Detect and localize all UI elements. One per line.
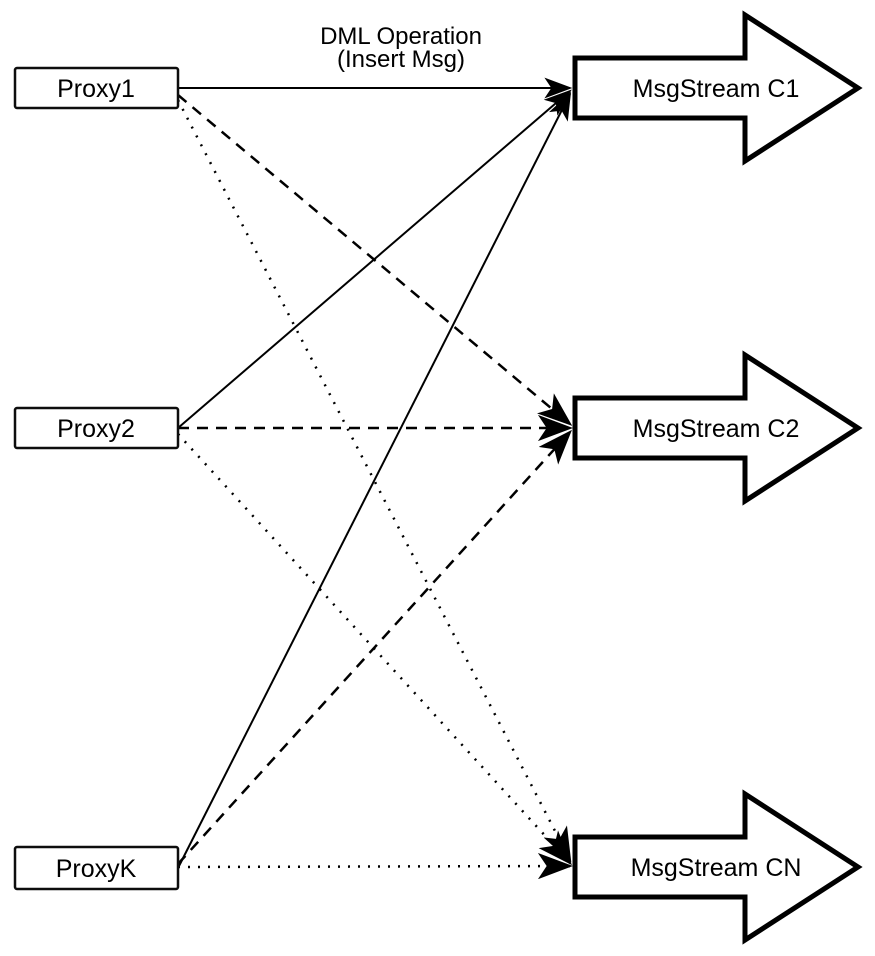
proxyK-box (13, 845, 180, 891)
edge-proxy2-to-cn-dotted (177, 433, 572, 866)
proxyK-label: ProxyK (56, 855, 137, 883)
proxy1-box (13, 66, 180, 110)
msgstream-cn-arrow (572, 789, 863, 945)
edge-proxyK-to-c1-solid (177, 91, 572, 869)
proxy2-box (13, 406, 180, 450)
msgstream-cn-label: MsgStream CN (631, 854, 802, 882)
edge-proxy1-to-c2-dashed (177, 94, 573, 426)
edge-proxyK-to-cn-dotted (177, 852, 573, 880)
msgstream-c2-arrow (572, 350, 863, 506)
dml-operation-annotation-line2: (Insert Msg) (337, 46, 465, 73)
proxy2-label: Proxy2 (57, 415, 135, 443)
msgstream-c2-label: MsgStream C2 (633, 415, 800, 443)
msgstream-c1-arrow (572, 10, 863, 166)
dml-operation-annotation-line1: DML Operation (320, 23, 482, 50)
msgstream-c1-label: MsgStream C1 (633, 75, 800, 103)
proxy1-label: Proxy1 (57, 75, 135, 103)
